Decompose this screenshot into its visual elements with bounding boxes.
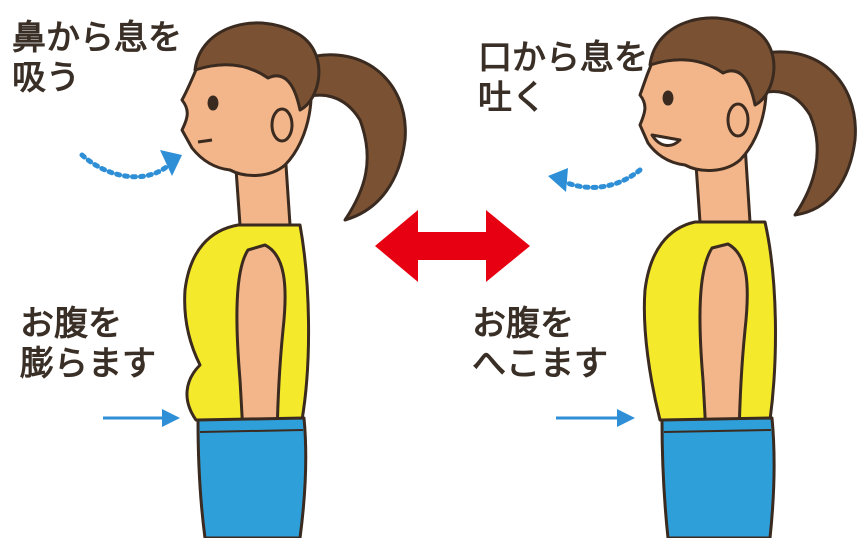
left-ear	[272, 109, 292, 141]
right-eye	[664, 92, 672, 104]
belly-expand-label: お腹を 膨らます	[20, 304, 156, 384]
inhale-label-line1: 鼻から息を	[12, 18, 182, 58]
right-jeans	[662, 418, 774, 538]
right-ear	[728, 104, 748, 136]
left-eye	[209, 97, 217, 109]
left-figure	[182, 23, 405, 538]
double-arrow-icon	[375, 210, 530, 282]
right-belly-arrow	[556, 409, 635, 427]
inhale-label-line2: 吸う	[12, 58, 182, 98]
belly-contract-line2: へこます	[472, 344, 608, 384]
left-jeans	[198, 418, 306, 538]
belly-expand-line2: 膨らます	[20, 344, 156, 384]
inhale-label: 鼻から息を 吸う	[12, 18, 182, 98]
right-figure	[640, 18, 855, 538]
left-mouth	[198, 140, 212, 142]
belly-contract-label: お腹を へこます	[472, 304, 608, 384]
belly-expand-line1: お腹を	[20, 304, 156, 344]
exhale-arrow	[548, 168, 640, 192]
inhale-arrow	[82, 150, 182, 177]
belly-contract-line1: お腹を	[472, 304, 608, 344]
exhale-label-line2: 吐く	[478, 78, 648, 118]
exhale-label-line1: 口から息を	[478, 38, 648, 78]
left-belly-arrow	[103, 409, 180, 427]
exhale-label: 口から息を 吐く	[478, 38, 648, 118]
